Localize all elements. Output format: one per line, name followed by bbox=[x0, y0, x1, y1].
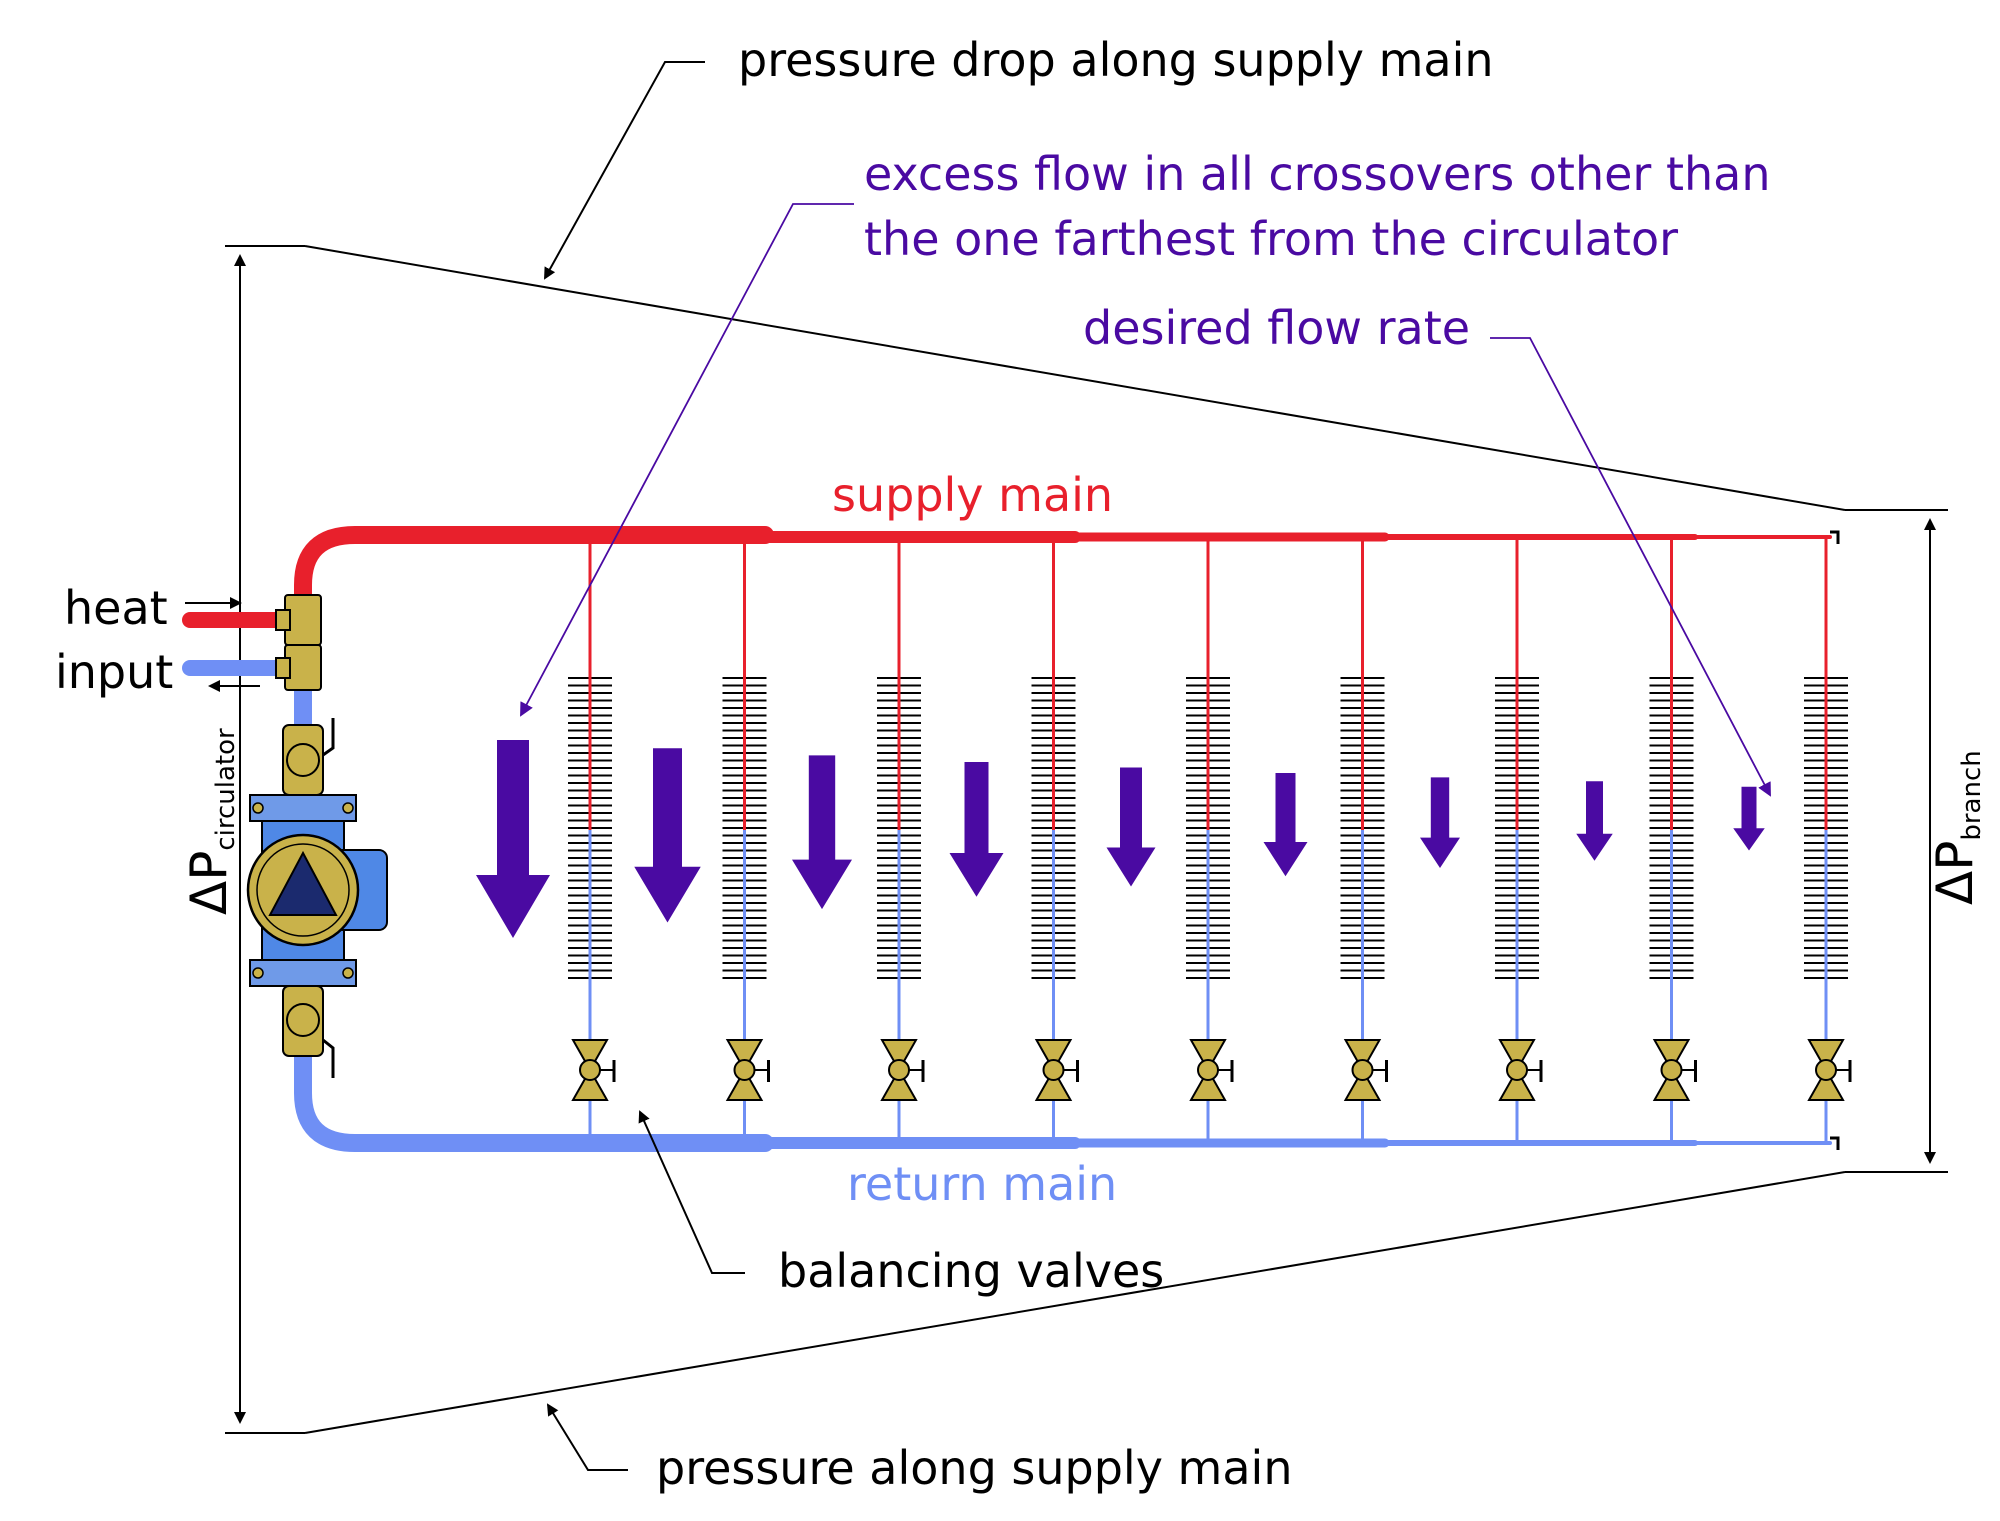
balancing-valves-label: balancing valves bbox=[778, 1244, 1164, 1298]
balancing-valve-icon bbox=[1652, 1039, 1697, 1101]
crossover-4 bbox=[1031, 537, 1079, 1143]
flow-arrow-5 bbox=[1106, 767, 1156, 887]
crossover-7 bbox=[1495, 537, 1543, 1143]
flow-arrow-3 bbox=[792, 755, 852, 910]
flow-arrow-8 bbox=[1576, 781, 1613, 861]
balancing-valve-icon bbox=[1189, 1039, 1234, 1101]
heat-input-stubs bbox=[182, 612, 298, 676]
pressure-along-supply-label: pressure along supply main bbox=[656, 1441, 1292, 1495]
dp-branch-label: ΔPbranch bbox=[1926, 750, 1987, 905]
svg-text:ΔPcirculator: ΔPcirculator bbox=[180, 728, 241, 915]
crossover-5 bbox=[1186, 537, 1234, 1143]
input-label: input bbox=[55, 645, 173, 699]
tee-fittings bbox=[275, 594, 322, 691]
excess-flow-label-line2: the one farthest from the circulator bbox=[864, 212, 1678, 266]
return-main-pipe bbox=[294, 1061, 1832, 1152]
flow-arrow-6 bbox=[1263, 773, 1308, 877]
flow-arrow-2 bbox=[634, 748, 701, 923]
balancing-valve-icon bbox=[571, 1039, 616, 1101]
flow-arrow-7 bbox=[1420, 777, 1460, 868]
balancing-valve-icon bbox=[1034, 1039, 1079, 1101]
crossover-6 bbox=[1340, 537, 1388, 1143]
svg-text:ΔPbranch: ΔPbranch bbox=[1926, 750, 1987, 905]
leader-lines bbox=[520, 61, 1771, 1471]
pressure-envelope bbox=[225, 245, 1948, 1434]
crossover-1 bbox=[568, 537, 616, 1143]
return-main-label: return main bbox=[847, 1157, 1117, 1211]
balancing-valve-icon bbox=[1807, 1039, 1852, 1101]
crossover-3 bbox=[877, 537, 925, 1143]
flow-arrows bbox=[476, 740, 1765, 938]
heat-input-arrows bbox=[185, 597, 260, 692]
dp-circulator-label: ΔPcirculator bbox=[180, 728, 241, 915]
balancing-valve-icon bbox=[880, 1039, 925, 1101]
circulator-pump-icon bbox=[246, 718, 388, 1078]
balancing-valve-icon bbox=[1343, 1039, 1388, 1101]
crossover-branches bbox=[568, 537, 1852, 1143]
supply-main-label: supply main bbox=[832, 468, 1113, 522]
flow-arrow-9 bbox=[1733, 786, 1765, 851]
heat-label: heat bbox=[64, 581, 168, 635]
balancing-valve-icon bbox=[725, 1039, 770, 1101]
crossover-9 bbox=[1804, 537, 1852, 1143]
crossover-8 bbox=[1649, 537, 1697, 1143]
crossover-2 bbox=[722, 537, 770, 1143]
desired-flow-label: desired flow rate bbox=[1083, 301, 1470, 355]
balancing-valve-icon bbox=[1498, 1039, 1543, 1101]
end-caps bbox=[1830, 530, 1840, 1150]
pressure-drop-supply-label: pressure drop along supply main bbox=[738, 33, 1494, 87]
flow-arrow-1 bbox=[476, 740, 550, 938]
excess-flow-label-line1: excess flow in all crossovers other than bbox=[864, 147, 1770, 201]
flow-arrow-4 bbox=[949, 762, 1004, 897]
supply-main-pipe bbox=[294, 526, 1832, 619]
